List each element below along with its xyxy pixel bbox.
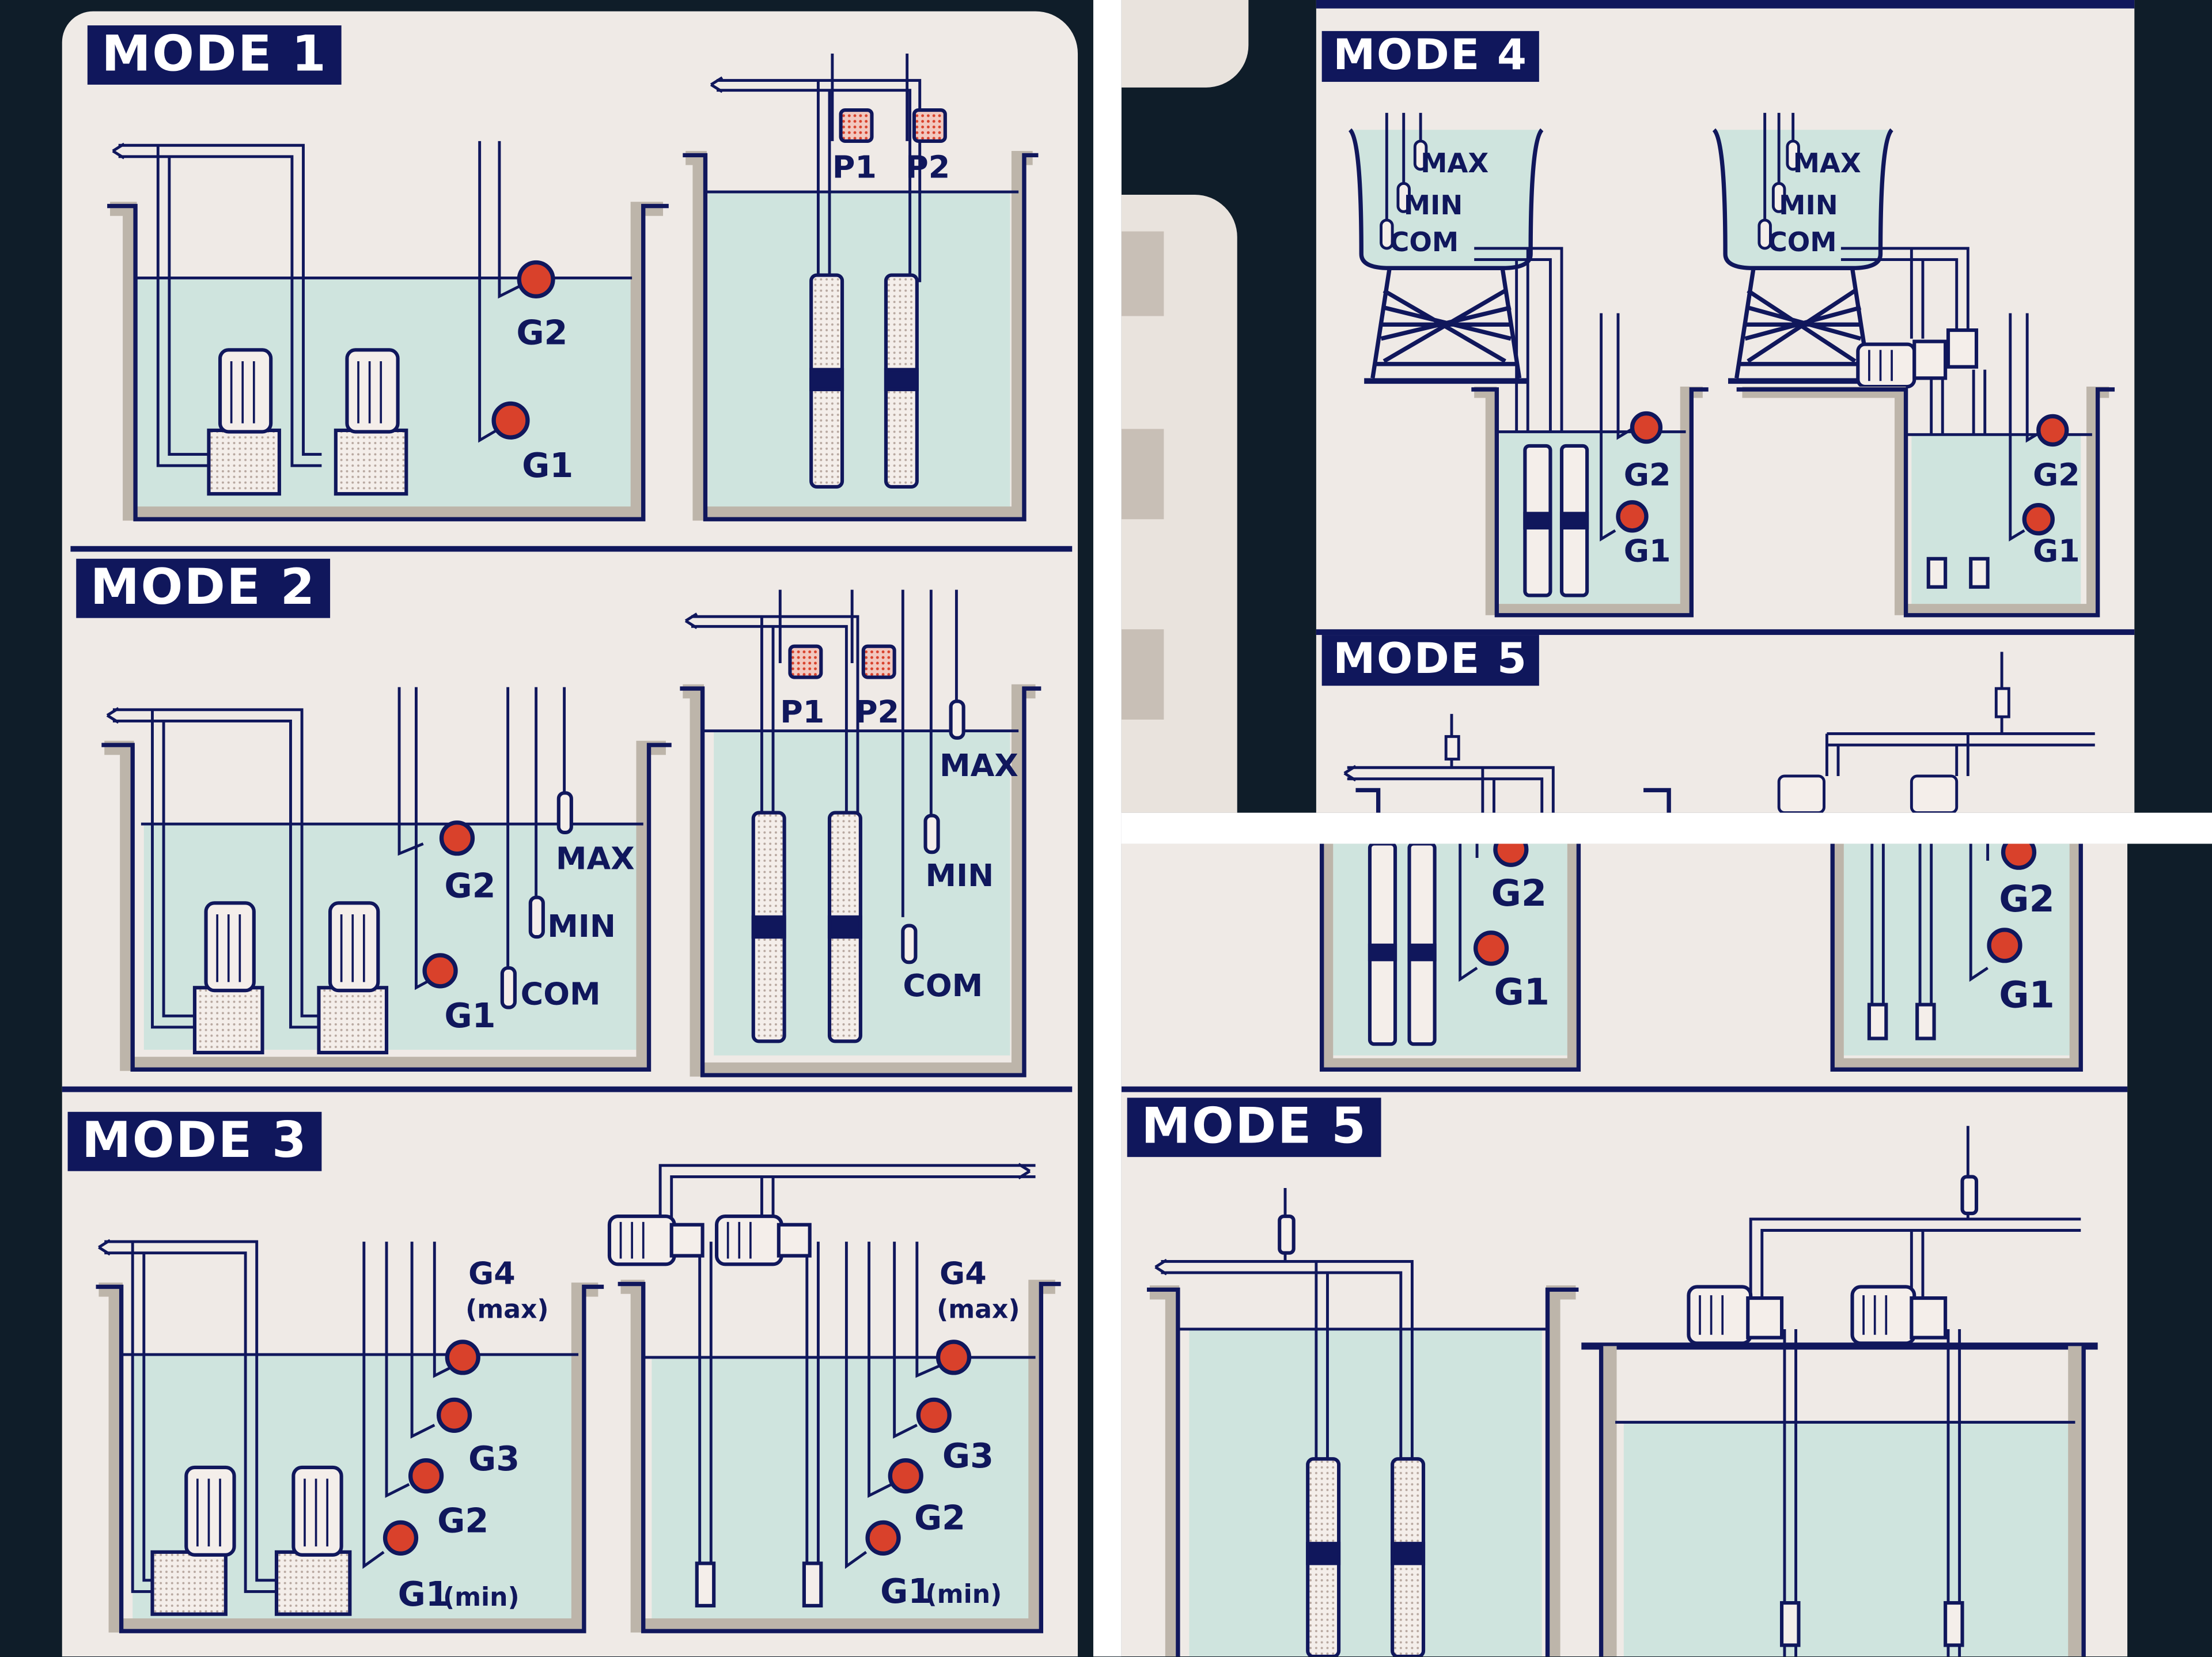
mode2-left-pipes — [106, 687, 566, 1029]
mode2-label-g2: G2 — [444, 866, 495, 906]
mode2-label-min-right: MIN — [926, 857, 994, 894]
mode4-left-label-min: MIN — [1404, 190, 1463, 221]
mode1-left-pipes — [112, 142, 322, 467]
mode2-right-pumps — [751, 644, 965, 1043]
mode2-label-max-right: MAX — [940, 747, 1018, 784]
vertical-gap — [1093, 0, 1122, 1657]
top-right-panel: MODE 4 MODE 5 — [1121, 0, 2212, 813]
mode3-title: MODE 3 — [67, 1111, 322, 1171]
mode5-right-pipes — [1749, 1126, 2081, 1657]
bottom-right-panel: MODE 5 — [1121, 843, 2212, 1657]
mode2-right-pipes — [684, 589, 958, 917]
divider-mode4-mode5 — [1316, 629, 2135, 635]
mode5-title: MODE 5 — [1127, 1098, 1381, 1157]
divider-mode2-mode3 — [62, 1086, 1073, 1092]
mode4-cont-left-well — [1320, 843, 1581, 1072]
mode2-label-max-left: MAX — [556, 841, 635, 877]
mode2-label-g1: G1 — [444, 996, 495, 1035]
mode1-right-pumps — [809, 108, 947, 489]
mode3-right-label-min: (min) — [926, 1580, 1002, 1609]
mode4-right-label-com: COM — [1768, 226, 1837, 258]
mode4-right-label-g1: G1 — [2033, 533, 2080, 569]
mode3-left-label-g2: G2 — [437, 1501, 488, 1541]
mode5-right-pumps — [1687, 1175, 1979, 1647]
mode4-cont-left-label-g1: G1 — [1494, 971, 1550, 1014]
mode4-cont-right-well — [1830, 843, 2083, 1072]
mode3-right-pipes — [658, 1163, 1036, 1569]
mode3-right-label-g1: G1 — [880, 1571, 931, 1611]
mode4-left-label-g1: G1 — [1624, 533, 1671, 569]
mode3-right-label-max: (max) — [937, 1295, 1020, 1324]
mode4-left-label-g2: G2 — [1624, 456, 1671, 493]
mode4-cont-right-label-g2: G2 — [1999, 878, 2055, 921]
mode4-title: MODE 4 — [1321, 31, 1540, 82]
card-notch-1 — [1121, 231, 1164, 316]
mode4-left-label-com: COM — [1389, 226, 1459, 258]
mode4-diagrams: MAX MIN COM MAX MIN COM G2 G1 G2 G1 — [1343, 112, 2115, 813]
mode3-left-pumps — [150, 1340, 480, 1616]
mode3-left-label-g1: G1 — [398, 1574, 449, 1614]
mode3-right-label-g4: G4 — [940, 1255, 987, 1292]
divider-mode1-mode2 — [70, 546, 1073, 552]
mode1-title: MODE 1 — [87, 25, 342, 85]
left-diagrams: G2 G1 P1 P2 G2 G1 MAX MIN COM P1 P2 MAX … — [96, 54, 1061, 1633]
mode2-label-com-right: COM — [903, 967, 983, 1004]
mode4-right-electrodes — [1758, 112, 1800, 250]
mode4-top-strip — [1316, 0, 2135, 9]
divider-mode5 — [1121, 1086, 2128, 1092]
mode3-left-label-min: (min) — [443, 1583, 520, 1612]
mode5-left-pumps — [1278, 1214, 1426, 1657]
mode3-right-tank — [618, 1280, 1061, 1633]
mode4-cont-left-label-g2: G2 — [1491, 872, 1547, 915]
mode5-left-well — [1147, 1285, 1579, 1657]
mode4-left-well — [1471, 387, 1709, 618]
mode4-left-label-max: MAX — [1421, 147, 1488, 179]
mode4-left-tower — [1348, 128, 1544, 384]
mode3-left-label-max: (max) — [465, 1295, 548, 1324]
mode2-title: MODE 2 — [76, 558, 331, 618]
mode1-left-pumps — [207, 348, 408, 496]
mode4-right-label-g2: G2 — [2033, 456, 2080, 493]
mode3-right-label-g2: G2 — [914, 1498, 965, 1538]
mode4-right-pipes — [1840, 247, 1969, 339]
background-card-edge — [1121, 0, 1249, 88]
mode4-right-label-max: MAX — [1793, 147, 1861, 179]
mode2-label-com-left: COM — [521, 976, 601, 1012]
mode1-right-tank — [683, 151, 1039, 521]
mode3-left-label-g4: G4 — [468, 1255, 516, 1292]
mode2-label-p1: P1 — [780, 694, 824, 730]
mode4-cont-right-label-g1: G1 — [1999, 974, 2055, 1017]
mode2-label-min-left: MIN — [547, 908, 616, 944]
mode4-right-label-min: MIN — [1779, 190, 1838, 221]
mode1-label-g2: G2 — [516, 313, 567, 353]
mode3-right-pumps — [607, 1214, 972, 1608]
card-notch-3 — [1121, 629, 1164, 720]
mode3-right-label-g3: G3 — [942, 1436, 994, 1476]
card-notch-2 — [1121, 429, 1164, 520]
mode4-left-pumps — [1523, 313, 1663, 597]
mode2-label-p2: P2 — [855, 694, 899, 730]
mode2-left-pumps — [192, 791, 573, 1055]
mode4-left-pipe — [1474, 247, 1563, 449]
mode1-label-g1: G1 — [522, 445, 573, 485]
left-panel: MODE 1 MODE 2 MODE 3 — [0, 0, 1093, 1657]
mode4-right-floats — [1926, 313, 2069, 589]
mode4-left-electrodes — [1380, 112, 1428, 250]
mode3-left-pipes — [98, 1239, 455, 1593]
mode1-label-p1: P1 — [832, 149, 877, 186]
mode1-left-floats — [478, 141, 555, 443]
horizontal-gap — [1121, 812, 2212, 844]
mode5-right-basin — [1581, 1342, 2098, 1657]
mode5-title-top: MODE 5 — [1321, 635, 1540, 686]
mode5-preview-diagram — [1343, 652, 2095, 813]
mode1-right-pipes — [710, 54, 922, 282]
mode5-diagrams: G2 G1 G2 G1 — [1147, 843, 2098, 1657]
mode1-label-p2: P2 — [906, 149, 950, 186]
mode3-left-label-g3: G3 — [468, 1439, 520, 1478]
